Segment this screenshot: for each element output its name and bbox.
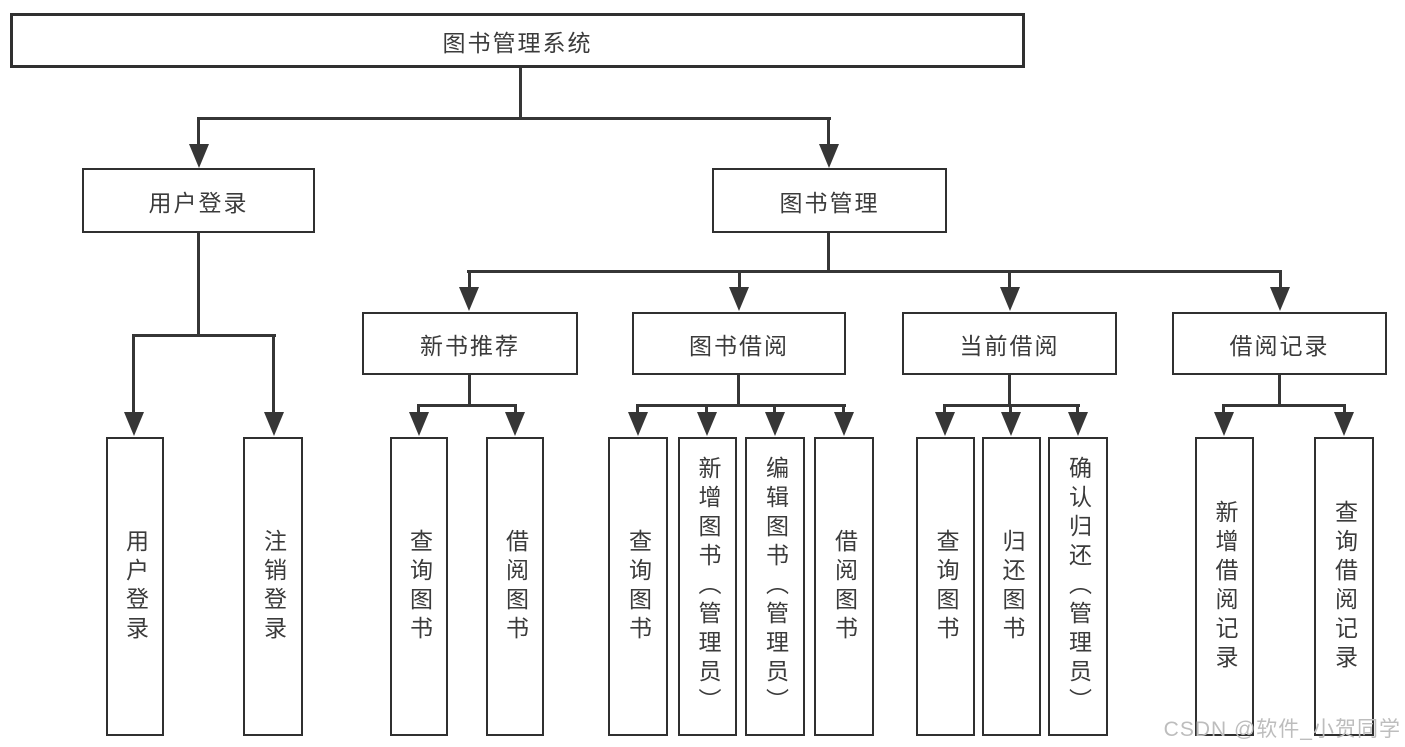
connector-drop-leaf <box>272 334 275 414</box>
user-login-branch-label: 用户登录 <box>148 189 249 216</box>
leaf-label: 查询图书 <box>625 528 652 645</box>
connector-borrowing-vertical <box>737 375 740 407</box>
arrowhead-down <box>697 412 717 436</box>
connector-drop-leaf <box>132 334 135 414</box>
leaf-label: 借阅图书 <box>502 528 529 645</box>
arrowhead-down <box>264 412 284 436</box>
leaf-borrow-books: 借阅图书 <box>486 437 544 736</box>
connector-drop-leaf <box>514 404 517 416</box>
book-borrowing-box: 图书借阅 <box>632 312 846 375</box>
borrow-records-box: 借阅记录 <box>1172 312 1387 375</box>
arrowhead-down <box>628 412 648 436</box>
connector-drop-leaf <box>943 404 946 416</box>
connector-drop-leaf <box>1343 404 1346 416</box>
arrowhead-down <box>1068 412 1088 436</box>
new-books-label: 新书推荐 <box>420 332 520 359</box>
arrowhead-down <box>1334 412 1354 436</box>
connector-drop-user-login <box>197 117 200 149</box>
connector-new-books-vertical <box>468 375 471 407</box>
leaf-label: 查询图书 <box>933 528 959 645</box>
leaf-label: 归还图书 <box>999 528 1025 645</box>
current-borrowing-box: 当前借阅 <box>902 312 1117 375</box>
book-mgmt-branch-label: 图书管理 <box>779 189 880 216</box>
leaf-label: 借阅图书 <box>831 528 858 645</box>
arrowhead-down <box>819 144 839 168</box>
borrow-records-label: 借阅记录 <box>1229 332 1330 359</box>
leaf-label: 注销登录 <box>260 528 287 645</box>
connector-user-login-vertical <box>197 233 200 337</box>
connector-drop-borrowing <box>738 270 741 290</box>
leaf-add-books-admin: 新增图书（管理员） <box>678 437 737 736</box>
connector-drop-leaf <box>417 404 420 416</box>
connector-drop-current <box>1008 270 1011 290</box>
connector-root-horizontal <box>197 117 831 120</box>
arrowhead-down <box>729 287 749 311</box>
connector-drop-leaf <box>842 404 845 416</box>
leaf-label: 新增图书（管理员） <box>695 456 721 717</box>
book-borrowing-label: 图书借阅 <box>689 332 789 359</box>
leaf-search-books: 查询图书 <box>390 437 448 736</box>
arrowhead-down <box>834 412 854 436</box>
connector-drop-leaf <box>773 404 776 416</box>
arrowhead-down <box>409 412 429 436</box>
leaf-label: 编辑图书（管理员） <box>762 456 789 717</box>
connector-records-horizontal <box>1222 404 1346 407</box>
leaf-search-books: 查询图书 <box>608 437 668 736</box>
leaf-edit-books-admin: 编辑图书（管理员） <box>745 437 805 736</box>
connector-drop-book-mgmt <box>827 117 830 149</box>
leaf-search-books: 查询图书 <box>916 437 975 736</box>
connector-book-mgmt-vertical <box>827 233 830 273</box>
user-login-branch-box: 用户登录 <box>82 168 315 233</box>
arrowhead-down <box>1214 412 1234 436</box>
connector-root-vertical <box>519 68 522 119</box>
arrowhead-down <box>1000 287 1020 311</box>
connector-records-vertical <box>1278 375 1281 407</box>
arrowhead-down <box>1001 412 1021 436</box>
current-borrowing-label: 当前借阅 <box>959 332 1060 359</box>
connector-drop-leaf <box>705 404 708 416</box>
connector-drop-leaf <box>636 404 639 416</box>
csdn-watermark: CSDN @软件_小贺同学 <box>1163 718 1401 741</box>
arrowhead-down <box>505 412 525 436</box>
arrowhead-down <box>124 412 144 436</box>
leaf-user-login: 用户登录 <box>106 437 164 736</box>
root-label: 图书管理系统 <box>442 29 593 56</box>
leaf-label: 查询借阅记录 <box>1331 499 1358 674</box>
connector-book-mgmt-horizontal <box>467 270 1282 273</box>
new-books-box: 新书推荐 <box>362 312 578 375</box>
arrowhead-down <box>935 412 955 436</box>
connector-current-vertical <box>1008 375 1011 407</box>
connector-borrowing-horizontal <box>636 404 846 407</box>
connector-drop-records <box>1279 270 1282 290</box>
leaf-return-books: 归还图书 <box>982 437 1041 736</box>
leaf-confirm-return-admin: 确认归还（管理员） <box>1048 437 1108 736</box>
leaf-logout: 注销登录 <box>243 437 303 736</box>
arrowhead-down <box>765 412 785 436</box>
connector-drop-leaf <box>1222 404 1225 416</box>
arrowhead-down <box>189 144 209 168</box>
connector-new-books-horizontal <box>417 404 517 407</box>
leaf-add-borrow-record: 新增借阅记录 <box>1195 437 1254 736</box>
leaf-label: 确认归还（管理员） <box>1065 456 1092 717</box>
leaf-borrow-books: 借阅图书 <box>814 437 874 736</box>
root-box: 图书管理系统 <box>10 13 1025 68</box>
arrowhead-down <box>1270 287 1290 311</box>
leaf-label: 查询图书 <box>406 528 433 645</box>
arrowhead-down <box>459 287 479 311</box>
leaf-label: 新增借阅记录 <box>1212 499 1238 674</box>
connector-user-login-horizontal <box>132 334 276 337</box>
connector-drop-new-books <box>468 270 471 290</box>
connector-drop-leaf <box>1009 404 1012 416</box>
connector-drop-leaf <box>1076 404 1079 416</box>
book-mgmt-branch-box: 图书管理 <box>712 168 947 233</box>
leaf-label: 用户登录 <box>122 528 149 645</box>
leaf-search-borrow-record: 查询借阅记录 <box>1314 437 1374 736</box>
